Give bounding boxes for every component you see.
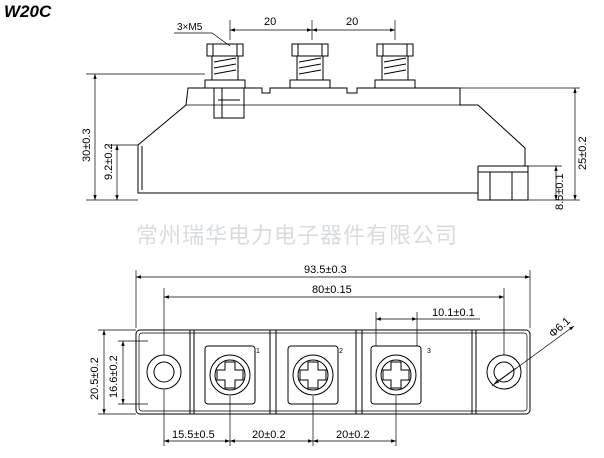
label-bottom-pitch-2: 20±0.2: [336, 429, 370, 441]
top-terminal-3: [370, 345, 422, 405]
label-height-right: 25±0.2: [577, 136, 589, 170]
label-side-pitch-1: 20: [264, 16, 276, 28]
label-terminal-3: 3: [427, 348, 431, 355]
side-terminal-3: [374, 43, 416, 89]
mount-hole-left: [146, 354, 182, 390]
label-offset-first: 15.5±0.5: [172, 429, 215, 441]
label-height-base: 9.2±0.2: [103, 143, 115, 180]
label-height-step: 8.5±0.1: [554, 173, 566, 210]
top-view: [98, 270, 575, 446]
mount-hole-right: [486, 354, 522, 390]
label-terminal-1: 1: [256, 348, 260, 355]
label-width-total: 20.5±0.2: [89, 357, 101, 400]
label-length-total: 93.5±0.3: [304, 264, 347, 276]
watermark-company: 常州瑞华电力电子器件有限公司: [136, 224, 459, 249]
dim-hole-dia: [491, 325, 575, 387]
side-terminal-2: [289, 43, 331, 89]
top-terminal-1: [204, 345, 256, 405]
diagram-title: W20C: [4, 2, 52, 21]
label-terminal-2: 2: [339, 348, 343, 355]
side-view: [86, 20, 580, 201]
label-terminal-width: 10.1±0.1: [432, 307, 475, 319]
label-bottom-pitch-1: 20±0.2: [252, 429, 286, 441]
label-side-pitch-2: 20: [346, 16, 358, 28]
side-terminal-1: [204, 43, 246, 119]
label-width-inner: 16.6±0.2: [108, 355, 120, 398]
label-hole-spacing: 80±0.15: [312, 284, 352, 296]
label-height-total: 30±0.3: [81, 128, 93, 162]
top-terminal-2: [287, 345, 339, 405]
label-screw: 3×M5: [177, 22, 203, 33]
top-body-outline: [135, 329, 531, 415]
